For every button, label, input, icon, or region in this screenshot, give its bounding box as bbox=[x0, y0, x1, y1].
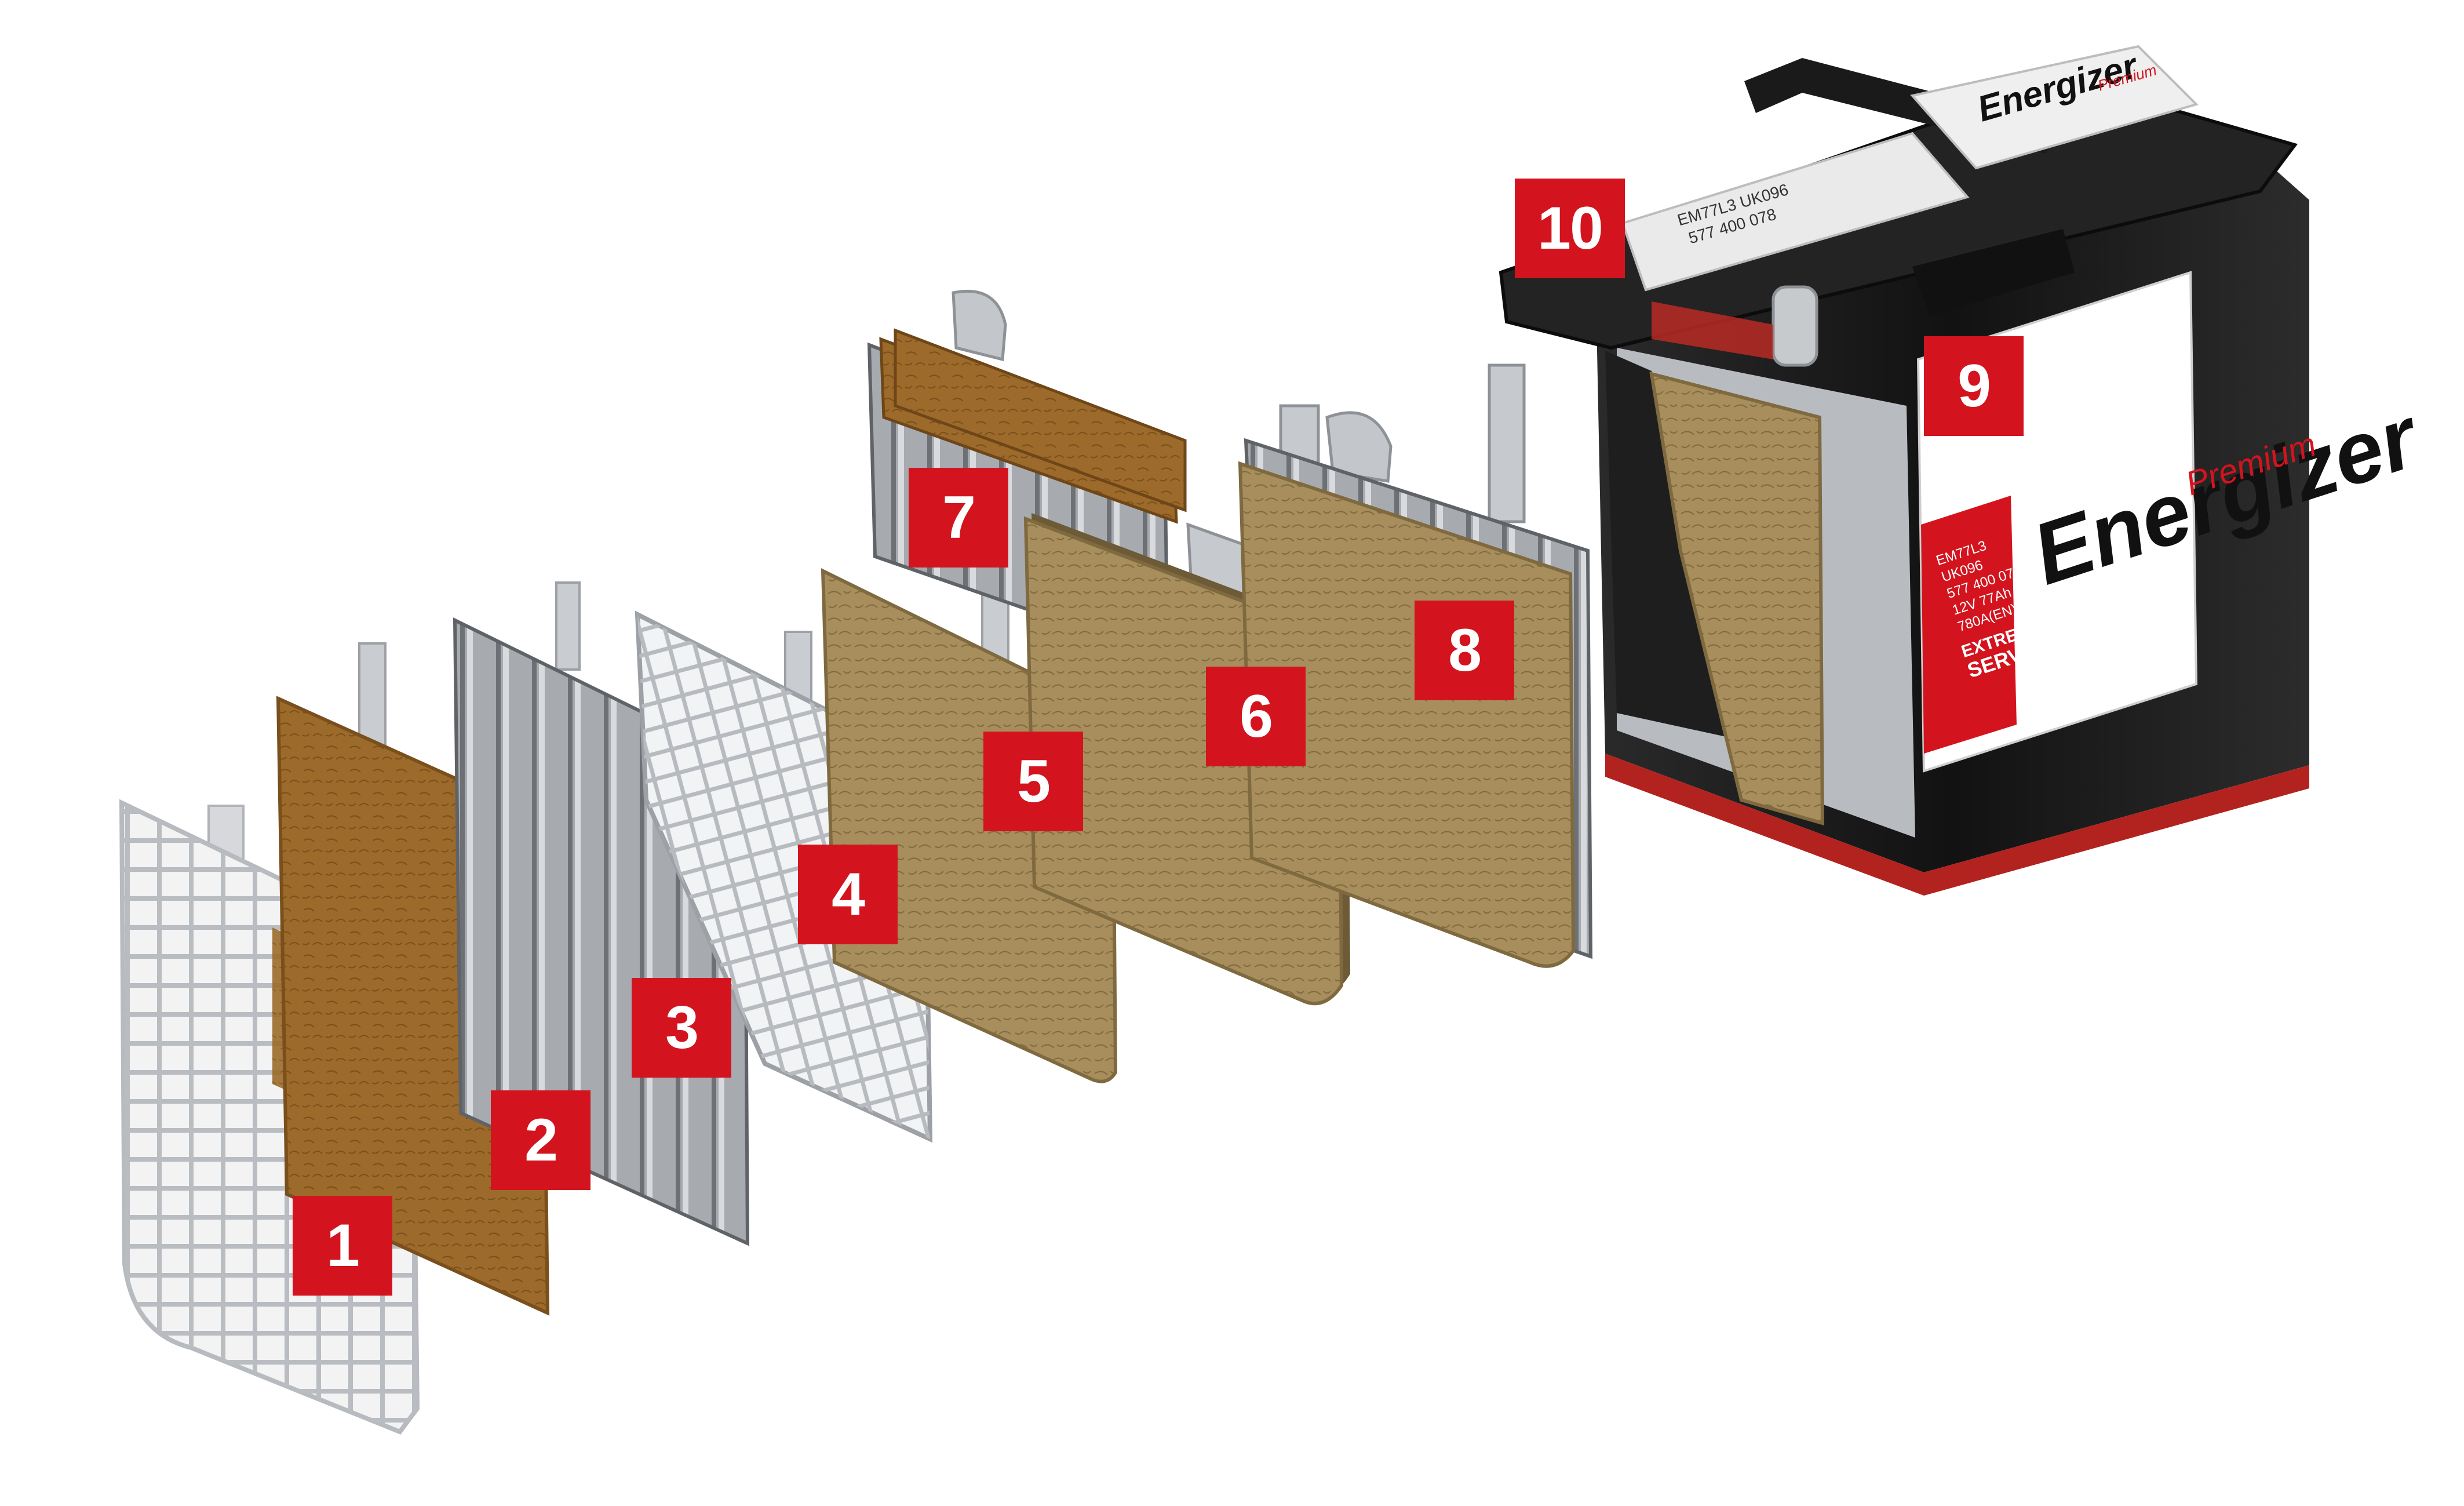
badge-4: 4 bbox=[798, 845, 898, 944]
battery: Energizer Premium EM77L3 UK096 577 400 0… bbox=[1499, 45, 2432, 896]
badge-7: 7 bbox=[909, 468, 1008, 568]
badge-1: 1 bbox=[293, 1196, 392, 1296]
badge-6: 6 bbox=[1206, 667, 1306, 766]
badge-10: 10 bbox=[1515, 179, 1625, 278]
badge-9: 9 bbox=[1924, 336, 2024, 436]
badge-3: 3 bbox=[632, 978, 731, 1078]
badge-8: 8 bbox=[1415, 601, 1514, 700]
badge-2: 2 bbox=[491, 1090, 591, 1190]
badge-5: 5 bbox=[983, 732, 1083, 831]
